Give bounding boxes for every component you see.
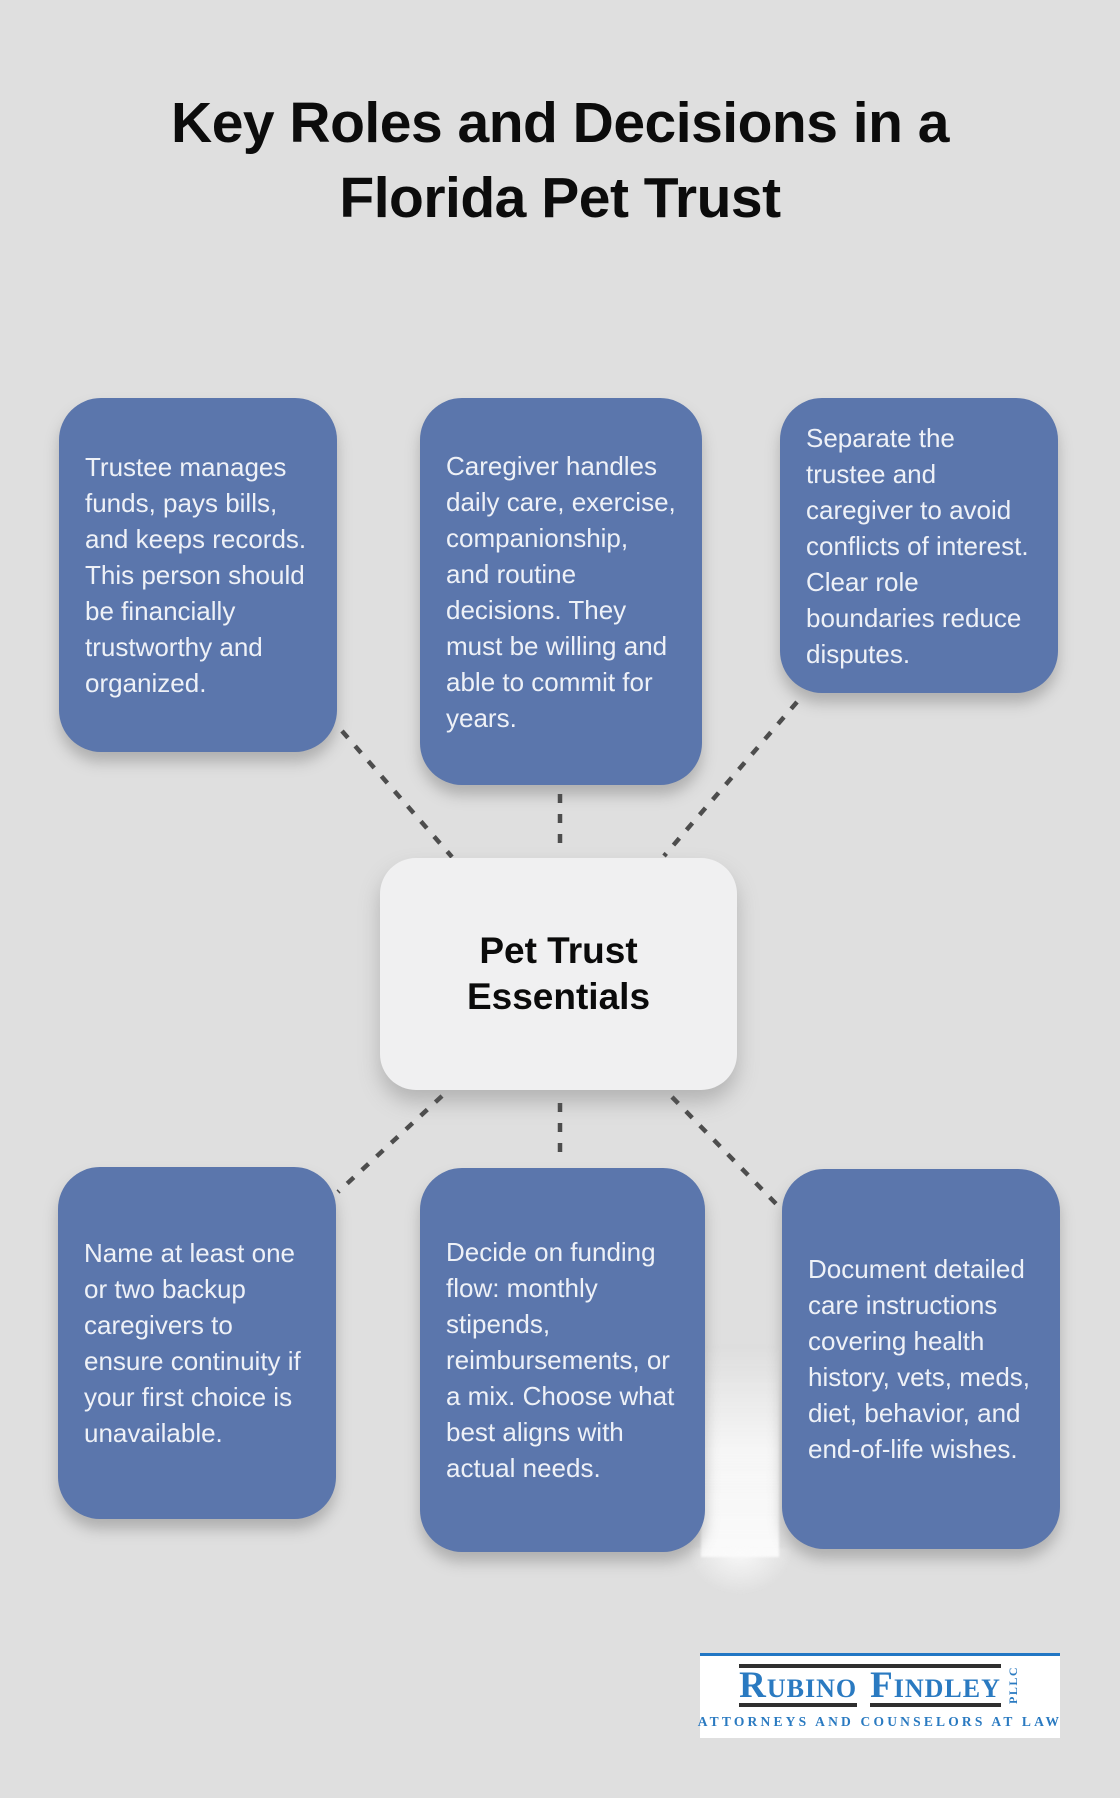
node-backups: Name at least one or two backup caregive… [58, 1167, 336, 1519]
node-caregiver-text: Caregiver handles daily care, exercise, … [446, 450, 676, 733]
logo-pllc-suffix: PLLC [1005, 1666, 1020, 1705]
node-funding-text: Decide on funding flow: monthly stipends… [446, 1237, 675, 1483]
pillar-graphic [701, 1345, 779, 1557]
logo-name-row: Rubino Findley PLLC [739, 1663, 1021, 1708]
logo-firm-word-1: Rubino [739, 1664, 858, 1708]
node-trustee-text: Trustee manages funds, pays bills, and k… [85, 452, 307, 698]
logo-tagline: Attorneys and Counselors at Law [697, 1714, 1063, 1730]
page-title-line-1: Key Roles and Decisions in a [171, 91, 949, 155]
node-caregiver: Caregiver handles daily care, exercise, … [420, 398, 702, 785]
node-trustee: Trustee manages funds, pays bills, and k… [59, 398, 337, 752]
center-node: Pet Trust Essentials [380, 858, 737, 1090]
law-firm-logo: Rubino Findley PLLC Attorneys and Counse… [697, 1653, 1063, 1738]
center-node-line-1: Pet Trust [479, 929, 638, 971]
node-separation-text: Separate the trustee and caregiver to av… [806, 422, 1029, 669]
logo-firm-word-2: Findley [870, 1664, 1001, 1708]
pillar-base-graphic [688, 1548, 792, 1594]
logo-firm-name: Rubino Findley [739, 1663, 1001, 1708]
connector-backups [336, 1094, 444, 1194]
page-title-line-2: Florida Pet Trust [339, 166, 781, 231]
node-separation: Separate the trustee and caregiver to av… [780, 398, 1058, 693]
node-instructions-text: Document detailed care instructions cove… [808, 1254, 1031, 1464]
node-backups-text: Name at least one or two backup caregive… [84, 1238, 301, 1448]
node-instructions: Document detailed care instructions cove… [782, 1169, 1060, 1549]
node-funding: Decide on funding flow: monthly stipends… [420, 1168, 705, 1552]
page-title: Key Roles and Decisions in a Florida Pet… [0, 86, 1120, 236]
center-node-line-2: Essentials [466, 976, 651, 1017]
